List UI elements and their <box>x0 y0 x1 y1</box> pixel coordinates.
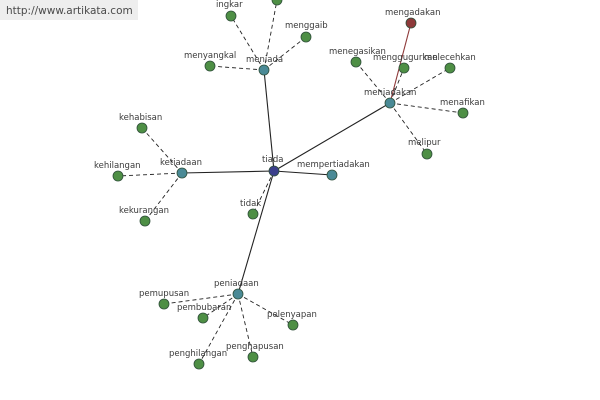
edge-tiada-peniadaan <box>237 170 275 295</box>
edge-ketiadaan-kehilangan <box>117 172 183 177</box>
edge-meniada-menyangkal <box>209 65 265 71</box>
node-melipur[interactable] <box>421 148 433 160</box>
node-label-kehilangan[interactable]: kehilangan <box>94 161 141 171</box>
node-ingkar[interactable] <box>225 10 237 22</box>
node-label-menggaib[interactable]: menggaib <box>285 21 328 31</box>
edge-meniadakan-menggugurkan <box>389 67 405 104</box>
edge-peniadaan-penghapusan <box>237 293 254 358</box>
edge-ketiadaan-kehabisan <box>141 127 183 174</box>
node-label-ketiadaan[interactable]: ketiadaan <box>160 158 202 168</box>
node-peniadaan[interactable] <box>232 288 244 300</box>
node-label-penghapusan[interactable]: penghapusan <box>226 342 284 352</box>
node-label-meniadakan[interactable]: meniadakan <box>364 88 416 98</box>
node-label-melecehkan[interactable]: melecehkan <box>424 53 476 63</box>
node-menafikan[interactable] <box>457 107 469 119</box>
node-pemupusan[interactable] <box>158 298 170 310</box>
node-label-tiada[interactable]: tiada <box>262 155 284 165</box>
node-tidak[interactable] <box>247 208 259 220</box>
edges-layer <box>117 0 464 365</box>
node-label-mempertiadakan[interactable]: mempertiadakan <box>297 160 370 170</box>
node-label-peniadaan[interactable]: peniadaan <box>214 279 259 289</box>
node-kekurangan[interactable] <box>139 215 151 227</box>
node-label-meniada[interactable]: meniada <box>246 55 283 65</box>
edge-meniadakan-melipur <box>389 102 428 155</box>
edge-meniada-ingkar <box>230 15 265 71</box>
node-label-pembubaran[interactable]: pembubaran <box>177 303 231 313</box>
labels-layer: tiada meniada ketiadaan meniadakan peniadaan… <box>94 0 485 359</box>
edge-meniadakan-menegasikan <box>355 61 391 104</box>
node-penghapusan[interactable] <box>247 351 259 363</box>
watermark[interactable]: http://www.artikata.com <box>0 0 138 20</box>
edge-meniadakan-melecehkan <box>389 67 451 104</box>
node-label-menafikan[interactable]: menafikan <box>440 98 485 108</box>
edge-meniada-top-cut <box>263 0 278 71</box>
node-label-pemupusan[interactable]: pemupusan <box>139 289 189 299</box>
node-tiada[interactable] <box>268 165 280 177</box>
node-meniada[interactable] <box>258 64 270 76</box>
edge-meniadakan-mengadakan <box>389 22 412 104</box>
node-pembubaran[interactable] <box>197 312 209 324</box>
node-label-menyangkal[interactable]: menyangkal <box>184 51 236 61</box>
edge-meniada-menggaib <box>263 36 307 71</box>
node-label-melipur[interactable]: melipur <box>408 138 441 148</box>
node-label-menegasikan[interactable]: menegasikan <box>329 47 386 57</box>
edge-peniadaan-penghilangan <box>198 293 239 365</box>
node-label-kehabisan[interactable]: kehabisan <box>119 113 162 123</box>
edge-peniadaan-pemupusan <box>163 293 239 305</box>
node-pelenyapan[interactable] <box>287 319 299 331</box>
edge-meniadakan-menafikan <box>389 102 464 114</box>
edge-ketiadaan-kekurangan <box>144 172 183 222</box>
node-kehabisan[interactable] <box>136 122 148 134</box>
edge-peniadaan-pelenyapan <box>237 293 294 326</box>
node-menegasikan[interactable] <box>350 56 362 68</box>
node-melecehkan[interactable] <box>444 62 456 74</box>
node-mengadakan[interactable] <box>405 17 417 29</box>
node-label-pelenyapan[interactable]: pelenyapan <box>267 310 317 320</box>
edge-tiada-meniadakan <box>273 102 391 172</box>
node-menyangkal[interactable] <box>204 60 216 72</box>
edge-tiada-mempertiadakan <box>273 170 333 176</box>
node-label-penghilangan[interactable]: penghilangan <box>169 349 227 359</box>
node-meniadakan[interactable] <box>384 97 396 109</box>
node-penghilangan[interactable] <box>193 358 205 370</box>
edge-tiada-meniada <box>263 69 275 172</box>
node-label-mengadakan[interactable]: mengadakan <box>385 8 440 18</box>
node-label-menggugurkan[interactable]: menggugurkan <box>373 53 438 63</box>
node-mempertiadakan[interactable] <box>326 169 338 181</box>
nodes-layer <box>112 0 469 370</box>
node-menggaib[interactable] <box>300 31 312 43</box>
node-ketiadaan[interactable] <box>176 167 188 179</box>
node-kehilangan[interactable] <box>112 170 124 182</box>
node-menggugurkan[interactable] <box>398 62 410 74</box>
node-top-cut[interactable] <box>271 0 283 6</box>
node-label-kekurangan[interactable]: kekurangan <box>119 206 169 216</box>
edge-peniadaan-pembubaran <box>202 293 239 319</box>
edge-tiada-tidak <box>252 170 275 215</box>
node-label-ingkar[interactable]: ingkar <box>216 0 243 10</box>
edge-tiada-ketiadaan <box>181 170 275 174</box>
node-label-tidak[interactable]: tidak <box>240 199 261 209</box>
watermark-url[interactable]: http://www.artikata.com <box>6 5 133 17</box>
